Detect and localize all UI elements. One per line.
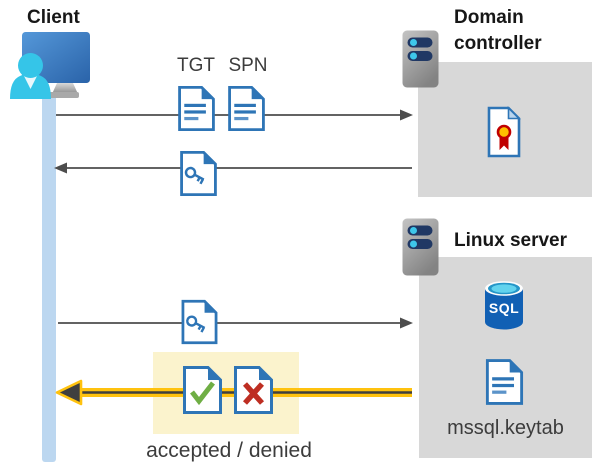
client-lifeline-bar — [42, 93, 56, 462]
tgt-key-document-icon — [180, 150, 217, 197]
keytab-label: mssql.keytab — [447, 417, 564, 439]
result-label: accepted / denied — [146, 439, 312, 462]
tgt-label: TGT — [177, 55, 215, 76]
sql-database-icon: SQL — [483, 279, 525, 332]
linux-server-icon — [402, 218, 439, 276]
spn-document-icon — [228, 85, 265, 132]
keytab-document-icon — [485, 359, 524, 405]
domain-controller-title: Domain controller — [454, 7, 542, 54]
domain-server-icon — [402, 30, 439, 88]
person-icon — [10, 53, 51, 99]
client-title: Client — [27, 7, 80, 28]
client-workstation-icon — [10, 32, 90, 99]
accepted-check-document-icon — [183, 366, 222, 414]
certificate-icon — [487, 106, 521, 158]
sql-label: SQL — [488, 300, 520, 316]
service-key-document-icon — [181, 299, 218, 345]
spn-label: SPN — [228, 55, 268, 76]
ticket-response-arrow — [54, 162, 412, 174]
tgt-document-icon — [178, 85, 215, 132]
linux-server-title: Linux server — [454, 230, 567, 251]
denied-x-document-icon — [234, 366, 273, 414]
service-request-arrow — [58, 317, 413, 329]
result-highlight-box — [153, 352, 299, 434]
